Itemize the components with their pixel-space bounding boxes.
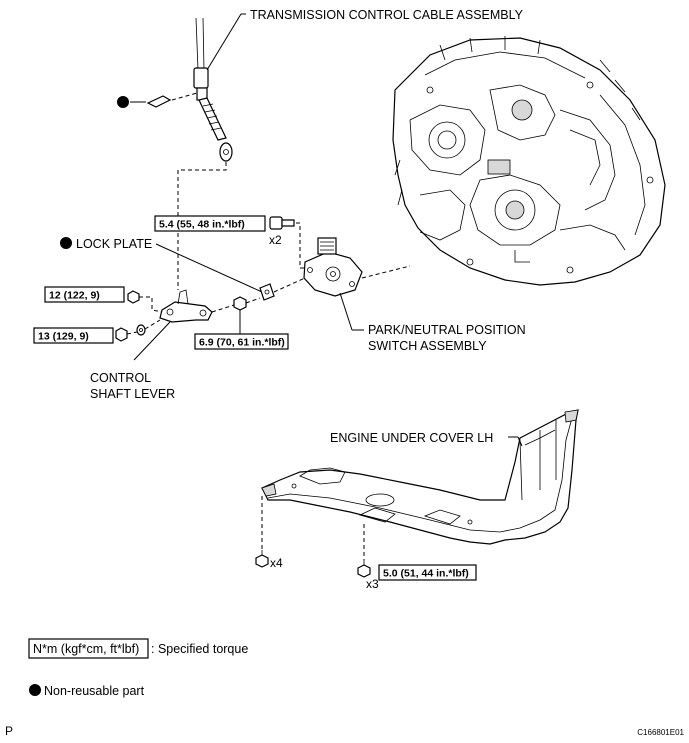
torque-box-switch-bolt [154, 215, 266, 232]
label-control-line1: CONTROL [90, 371, 151, 385]
torque-box-nut-lower [33, 327, 114, 344]
nut-lower [115, 327, 128, 342]
cover-bolt-left [255, 550, 269, 568]
footer-letter: P [5, 724, 13, 738]
lever-nut [233, 296, 247, 311]
park-neutral-switch [303, 237, 363, 297]
label-transmission-control-cable: TRANSMISSION CONTROL CABLE ASSEMBLY [250, 8, 524, 22]
legend-torque-desc: : Specified torque [151, 642, 248, 656]
nonreusable-marker-clip [117, 96, 129, 108]
transaxle-illustration [392, 36, 666, 286]
label-park-neutral-line2: SWITCH ASSEMBLY [368, 339, 487, 353]
legend-torque-units: N*m (kgf*cm, ft*lbf) [33, 642, 139, 656]
nut-upper [127, 290, 140, 304]
qty-switch-bolt: x2 [269, 233, 282, 247]
torque-nut-upper: 12 (122, 9) [49, 290, 100, 302]
legend-torque-box [28, 638, 149, 659]
lock-plate-part [259, 283, 275, 301]
torque-box-lever-nut [194, 333, 289, 350]
cable-clip [146, 95, 172, 108]
torque-box-cover-bolt [378, 564, 477, 581]
transmission-control-cable [193, 17, 233, 162]
qty-cover-bolt-right: x3 [366, 577, 379, 591]
label-lock-plate: LOCK PLATE [76, 237, 152, 251]
figure-code: C166801E01 [637, 728, 684, 737]
control-shaft-lever [159, 289, 213, 323]
label-control-line2: SHAFT LEVER [90, 387, 175, 401]
nonreusable-marker-lock-plate [60, 237, 72, 249]
label-park-neutral-line1: PARK/NEUTRAL POSITION [368, 323, 526, 337]
switch-bolt [269, 216, 295, 230]
cover-bolt-right [357, 560, 371, 578]
washer-lower [136, 324, 146, 336]
legend-nonreusable: Non-reusable part [44, 684, 145, 698]
torque-switch-bolt: 5.4 (55, 48 in.*lbf) [159, 219, 245, 231]
label-engine-under-cover: ENGINE UNDER COVER LH [330, 431, 493, 445]
torque-cover-bolt: 5.0 (51, 44 in.*lbf) [383, 568, 469, 580]
engine-under-cover [261, 409, 579, 545]
torque-box-nut-upper [44, 286, 125, 303]
torque-lever-nut: 6.9 (70, 61 in.*lbf) [199, 337, 285, 349]
legend-nonreusable-dot [29, 684, 41, 696]
torque-nut-lower: 13 (129, 9) [38, 331, 89, 343]
qty-cover-bolt-left: x4 [270, 556, 283, 570]
